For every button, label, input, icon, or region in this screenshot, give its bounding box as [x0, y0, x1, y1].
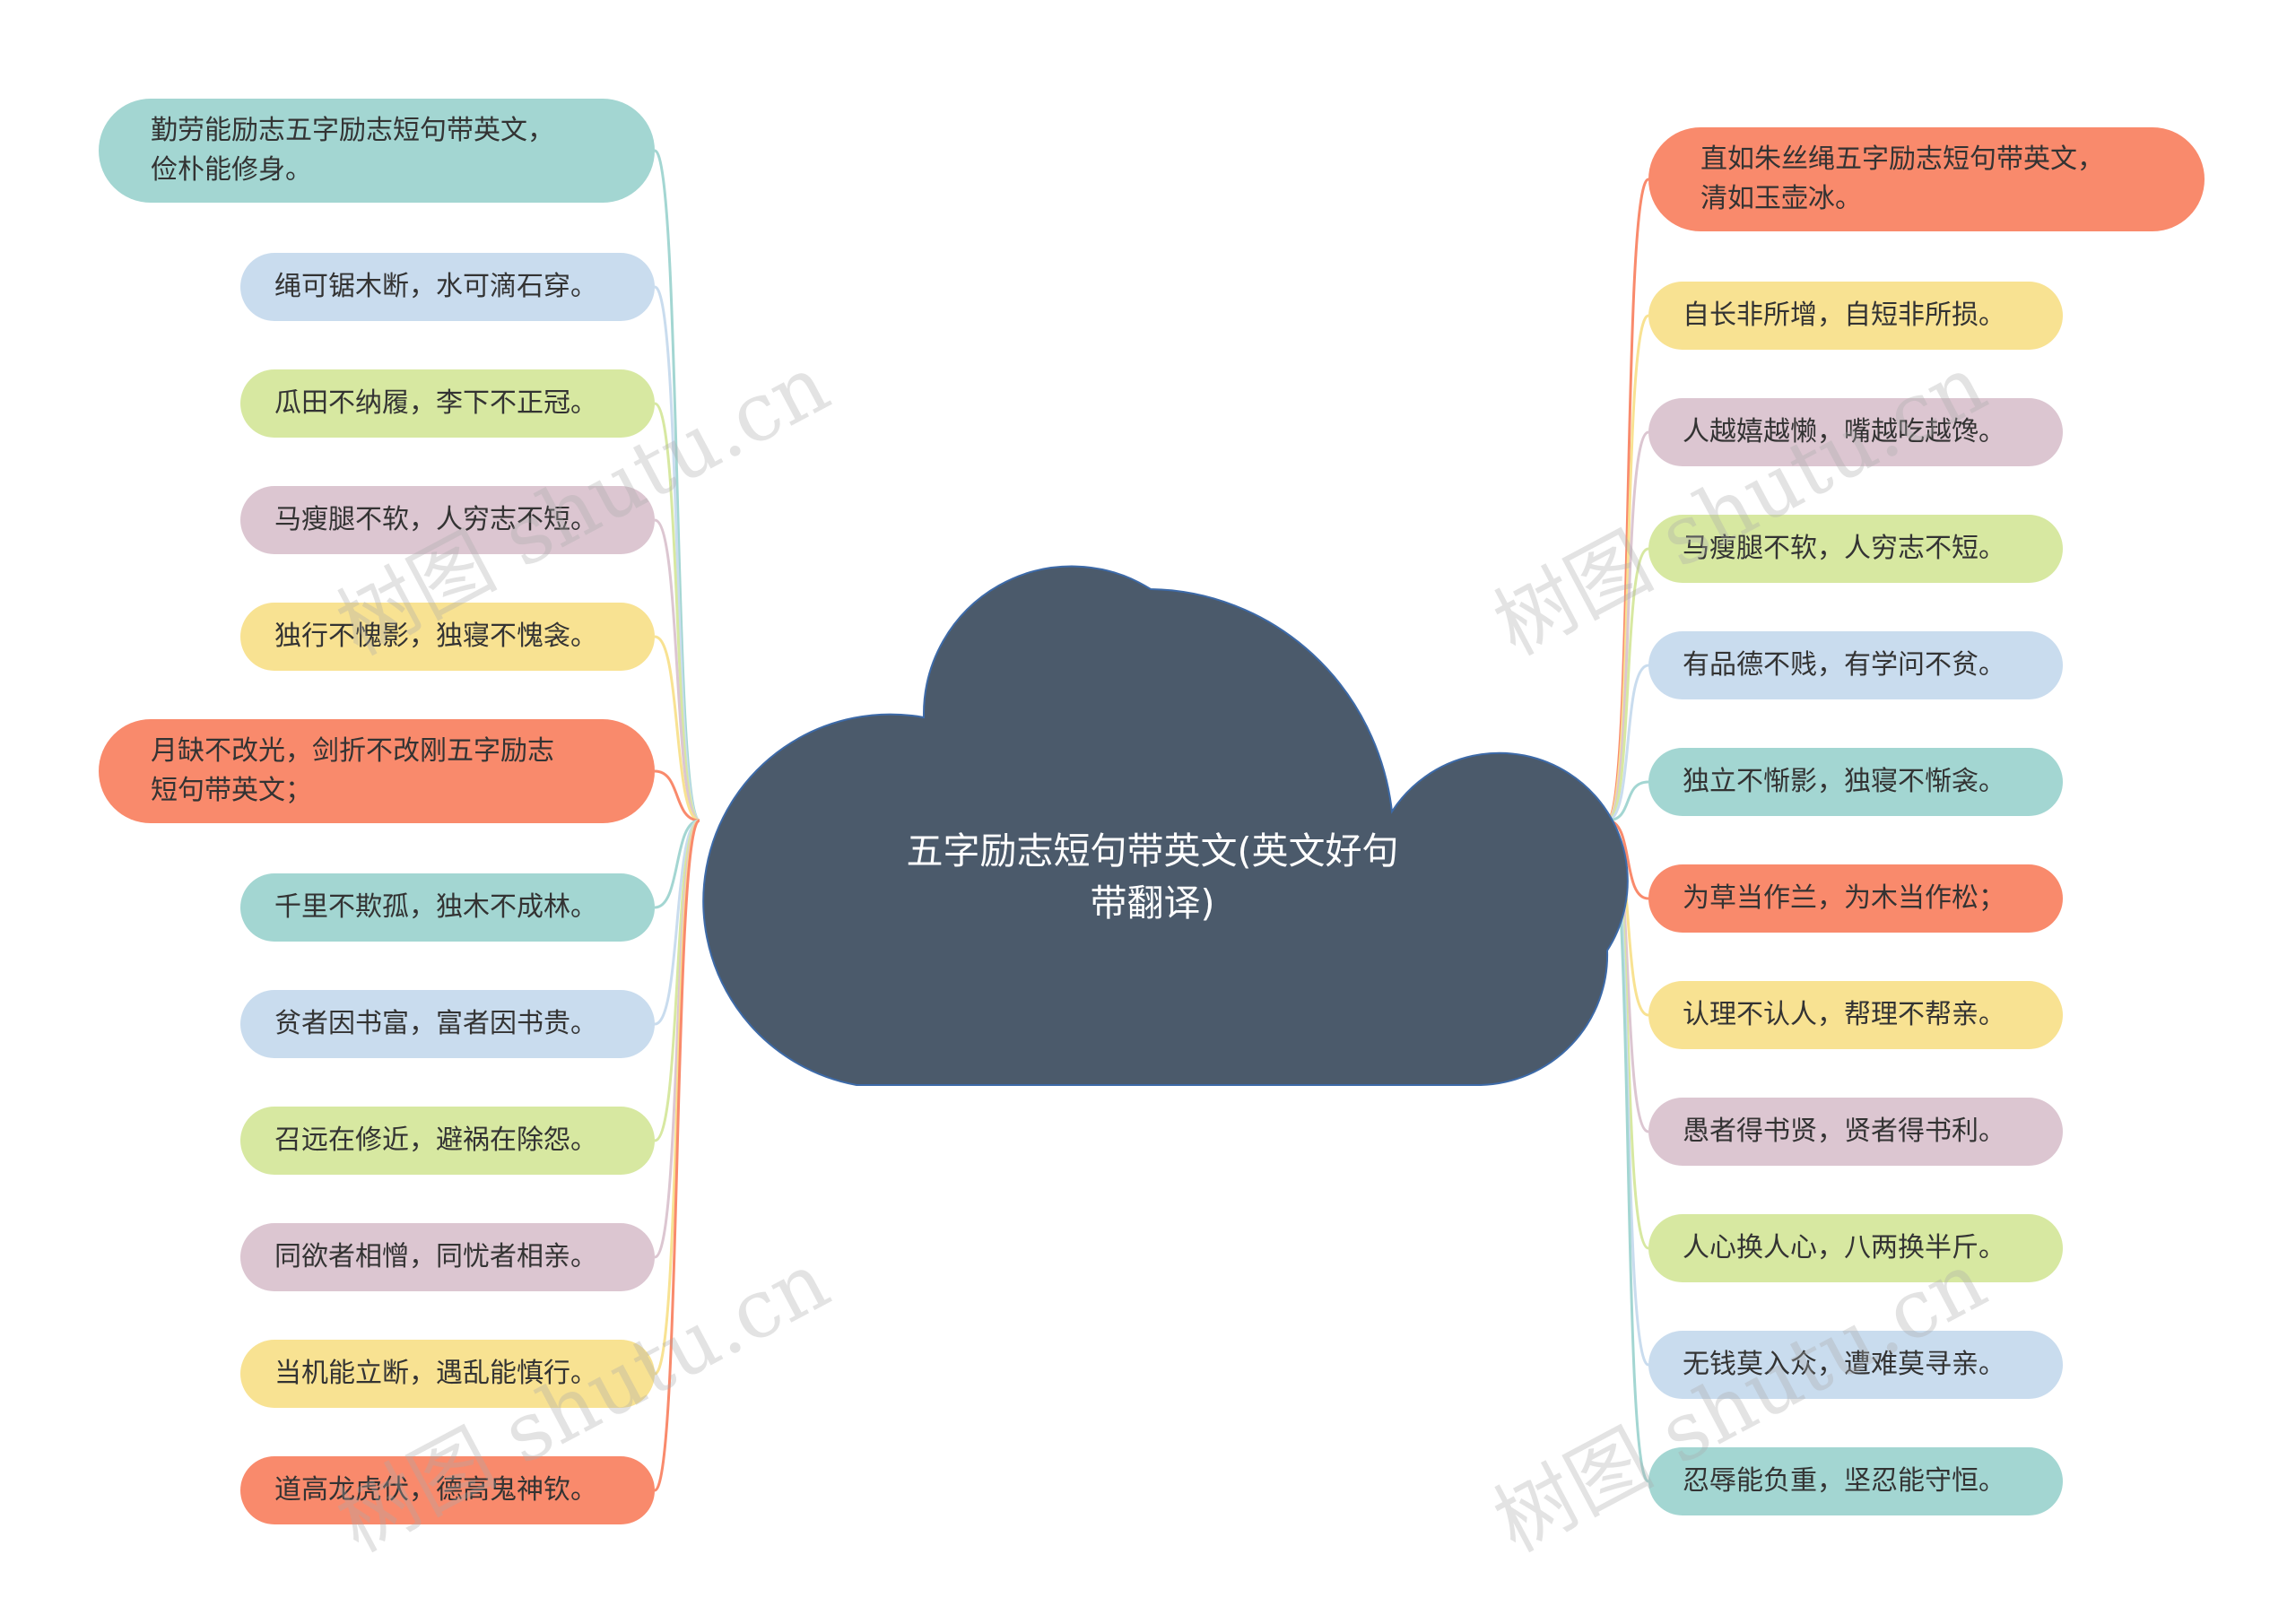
right-connector-3: [1606, 430, 1649, 822]
left-branch-node-3[interactable]: 瓜田不纳履，李下不正冠。: [240, 369, 655, 438]
left-branch-node-8[interactable]: 贫者因书富，富者因书贵。: [240, 990, 655, 1058]
left-connector-4: [654, 518, 700, 822]
right-connector-5: [1606, 664, 1649, 822]
right-connector-1: [1605, 178, 1650, 822]
left-branch-node-6[interactable]: 月缺不改光，剑折不改刚五字励志 短句带英文；: [99, 719, 655, 823]
right-branch-node-1[interactable]: 直如朱丝绳五字励志短句带英文， 清如玉壶冰。: [1648, 127, 2205, 231]
left-connector-11: [653, 819, 701, 1376]
central-title: 五字励志短句带英文(英文好句带翻译): [906, 829, 1399, 925]
right-branch-node-4[interactable]: 马瘦腿不软，人穷志不短。: [1648, 515, 2063, 583]
right-branch-node-6[interactable]: 独立不惭影，独寝不惭衾。: [1648, 748, 2063, 816]
left-branch-node-9[interactable]: 召远在修近，避祸在除怨。: [240, 1107, 655, 1175]
left-branch-node-10[interactable]: 同欲者相憎，同忧者相亲。: [240, 1223, 655, 1291]
right-branch-node-11[interactable]: 无钱莫入众，遭难莫寻亲。: [1648, 1331, 2063, 1399]
left-connector-3: [654, 402, 700, 822]
right-branch-node-3[interactable]: 人越嬉越懒，嘴越吃越馋。: [1648, 398, 2063, 466]
left-branch-node-2[interactable]: 绳可锯木断，水可滴石穿。: [240, 253, 655, 321]
right-branch-node-9[interactable]: 愚者得书贤，贤者得书利。: [1648, 1098, 2063, 1166]
right-branch-node-12[interactable]: 忍辱能负重，坚忍能守恒。: [1648, 1447, 2063, 1515]
right-connector-6: [1606, 780, 1649, 822]
left-connector-6: [654, 769, 700, 822]
right-branch-node-5[interactable]: 有品德不贱，有学问不贫。: [1648, 631, 2063, 699]
right-branch-node-7[interactable]: 为草当作兰，为木当作松；: [1648, 864, 2063, 933]
left-branch-node-1[interactable]: 勤劳能励志五字励志短句带英文， 俭朴能修身。: [99, 99, 655, 203]
right-branch-node-10[interactable]: 人心换人心，八两换半斤。: [1648, 1214, 2063, 1282]
left-connector-5: [654, 635, 700, 822]
left-branch-node-5[interactable]: 独行不愧影，独寝不愧衾。: [240, 603, 655, 671]
left-branch-node-7[interactable]: 千里不欺孤，独木不成林。: [240, 873, 655, 942]
right-branch-node-8[interactable]: 认理不认人，帮理不帮亲。: [1648, 981, 2063, 1049]
central-cloud[interactable]: [702, 565, 1629, 1086]
left-connector-7: [654, 819, 700, 909]
left-connector-8: [654, 819, 700, 1026]
left-connector-12: [653, 819, 701, 1492]
left-branch-node-12[interactable]: 道高龙虎伏，德高鬼神钦。: [240, 1456, 655, 1524]
left-branch-node-4[interactable]: 马瘦腿不软，人穷志不短。: [240, 486, 655, 554]
right-branch-node-2[interactable]: 自长非所增，自短非所损。: [1648, 282, 2063, 350]
left-branch-node-11[interactable]: 当机能立断，遇乱能慎行。: [240, 1340, 655, 1408]
right-connector-4: [1606, 547, 1649, 822]
